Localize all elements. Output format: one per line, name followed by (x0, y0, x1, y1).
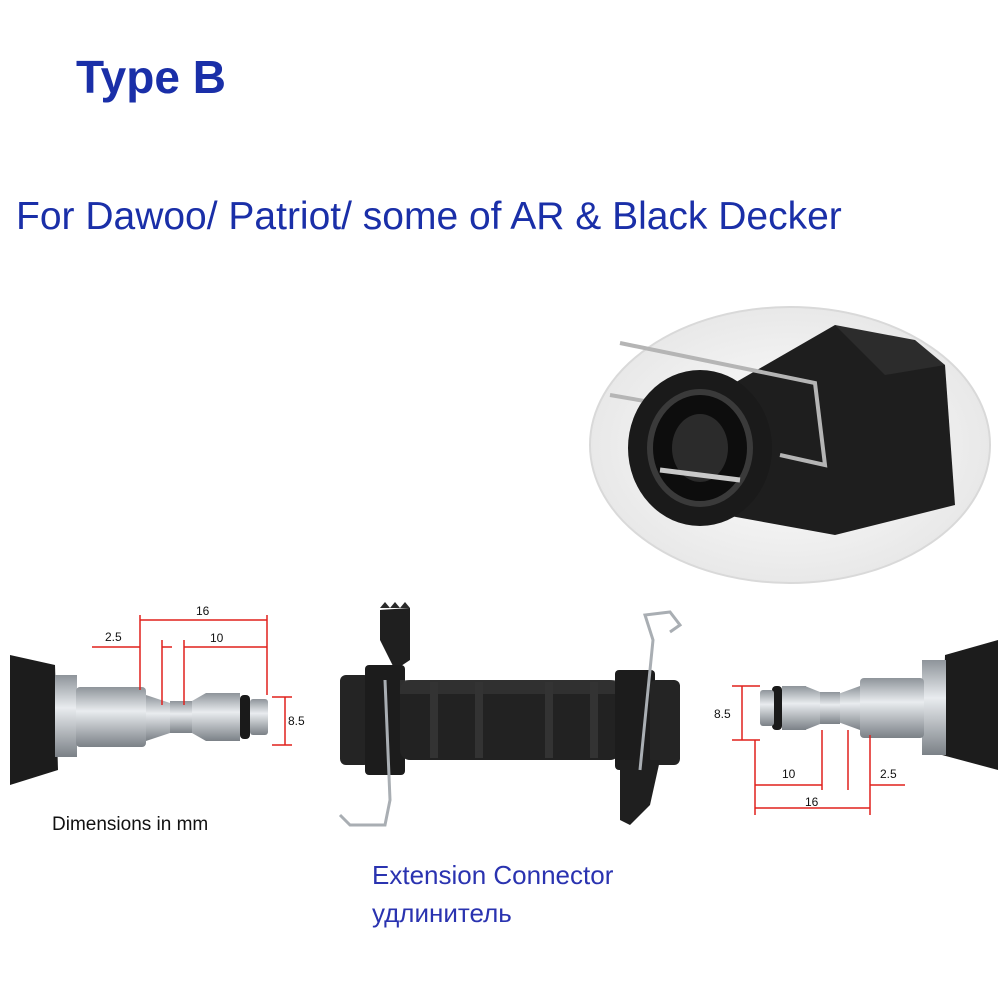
connector-caption-en: Extension Connector (372, 860, 614, 890)
right-dim-tip: 10 (782, 767, 796, 781)
right-dim-groove: 2.5 (880, 767, 897, 781)
closeup-photo (589, 306, 991, 584)
left-dim-diameter: 8.5 (288, 714, 305, 728)
right-adapter-diagram: 8.5 10 2.5 16 (714, 640, 998, 815)
left-adapter-diagram: 16 2.5 10 8.5 (10, 604, 305, 785)
right-dim-total: 16 (805, 795, 819, 809)
left-dim-tip: 10 (210, 631, 224, 645)
right-handle (942, 640, 998, 770)
right-dim-diameter: 8.5 (714, 707, 731, 721)
dimensions-note: Dimensions in mm (52, 814, 209, 835)
left-handle (10, 655, 58, 785)
left-dim-total: 16 (196, 604, 210, 618)
left-dim-groove: 2.5 (105, 630, 122, 644)
page-subtitle: For Dawoo/ Patriot/ some of AR & Black D… (16, 195, 842, 238)
extension-connector-photo (338, 602, 683, 827)
left-oring (240, 695, 250, 739)
page-title: Type B (76, 51, 226, 103)
right-oring (772, 686, 782, 730)
connector-caption-ru: удлинитель (372, 898, 512, 928)
